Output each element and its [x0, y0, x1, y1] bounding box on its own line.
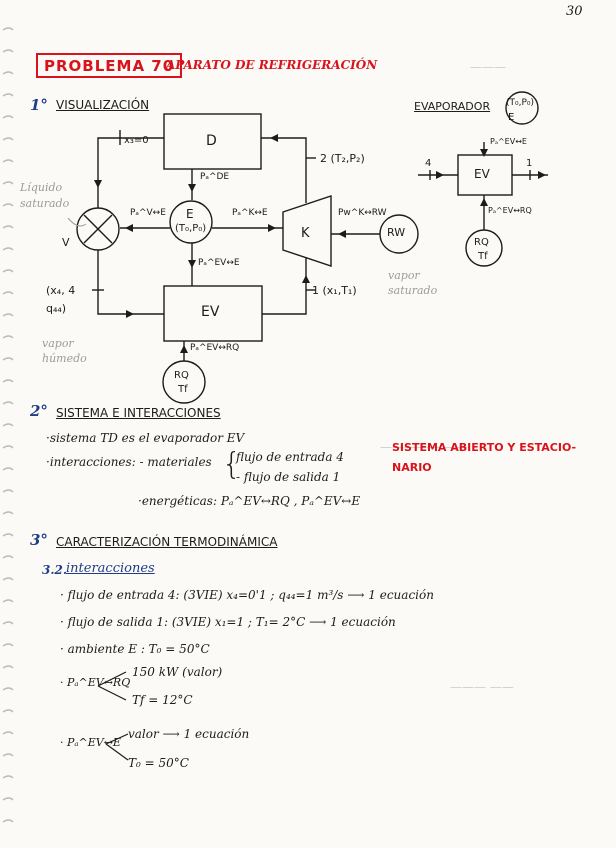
power-ke: Pₐ^K↔E [232, 208, 268, 218]
power-evrq: Pₐ^EV↔RQ [190, 343, 240, 353]
brace: { [222, 447, 242, 482]
section2-title: SISTEMA E INTERACCIONES [56, 406, 221, 420]
evaporator-in-label: 4 [425, 158, 432, 169]
evaporator-title: EVAPORADOR [414, 100, 491, 113]
power-evrq-value: 150 kW (valor) [132, 665, 223, 679]
evaporator-env-circle [505, 91, 539, 125]
power-de: Pₐ^DE [200, 172, 230, 182]
box-e-state: (T₀,P₀) [175, 223, 207, 234]
power-eve: Pₐ^EV↔E [198, 258, 240, 268]
label-state4: (x₄, 4 [46, 284, 76, 297]
flow-in-item: flujo de entrada 4 [236, 450, 344, 464]
problem-label: PROBLEMA 70 [44, 57, 175, 75]
label-x3: x₃=0 [124, 135, 149, 146]
energy-interactions: ·energéticas: Pₐ^EV↔RQ , Pₐ^EV↔E [138, 494, 361, 508]
section1-number: 1° [30, 96, 48, 114]
note-liquid-saturated: Líquido saturado [20, 181, 70, 210]
evaporator-out-label: 1 [526, 158, 533, 169]
section3-number: 3° [30, 531, 48, 549]
evaporator-env-label: E [508, 112, 515, 123]
power-eve-branch [105, 733, 129, 761]
circle-rq-sub: Tf [178, 384, 188, 395]
power-evrq-temp: Tf = 12°C [132, 693, 193, 707]
power-ve: Pₐ^V↔E [130, 208, 166, 218]
outflow-line: · flujo de salida 1: (3VIE) x₁=1 ; T₁= 2… [60, 615, 396, 629]
box-d-label: D [206, 133, 217, 149]
box-k-label: K [301, 226, 310, 241]
label-state1: 1 (x₁,T₁) [312, 284, 357, 297]
box-e-label: E [186, 207, 194, 221]
evaporator-box-label: EV [474, 167, 490, 181]
evaporator-power-evrq: Pₐ^EV↔RQ [488, 206, 532, 215]
label-state4b: q₄₄) [46, 302, 67, 315]
system-statement: ·sistema TD es el evaporador EV [46, 431, 245, 445]
spiral-binding [2, 27, 14, 823]
page-number: 30 [566, 4, 583, 19]
section2-number: 2° [30, 402, 48, 420]
evaporator-rq-label: RQ [474, 237, 489, 248]
power-krw: Pw^K↔RW [338, 208, 387, 218]
section1-title: VISUALIZACIÓN [56, 98, 150, 112]
box-ev-label: EV [201, 304, 220, 320]
note-vapor-humid: vapor húmedo [42, 337, 87, 365]
ambient-line: · ambiente E : T₀ = 50°C [60, 642, 210, 656]
interactions-label: ·interacciones: - materiales [46, 455, 212, 469]
valve-label: V [62, 236, 70, 249]
inflow-line: · flujo de entrada 4: (3VIE) x₄=0'1 ; q₄… [60, 588, 434, 602]
refrigeration-diagram [67, 91, 548, 404]
power-eve-temp: T₀ = 50°C [128, 756, 189, 770]
system-type-note-1: SISTEMA ABIERTO Y ESTACIO- [392, 441, 577, 454]
circle-e [169, 200, 213, 244]
evaporator-rq-sub: Tf [478, 251, 488, 262]
evaporator-power-eve: Pₐ^EV↔E [490, 137, 527, 146]
box-d [163, 113, 262, 170]
flow-out-item: - flujo de salida 1 [236, 470, 341, 484]
note-vapor-saturated: vapor saturado [388, 269, 438, 297]
power-evrq-branch [97, 671, 127, 701]
circle-rq [162, 360, 206, 404]
circle-rw-label: RW [387, 226, 406, 239]
section3-title: CARACTERIZACIÓN TERMODINÁMICA [56, 535, 278, 549]
subsection-title: interacciones [66, 561, 155, 576]
problem-label-box: PROBLEMA 70 [36, 53, 183, 78]
problem-subtitle: APARATO DE REFRIGERACIÓN [166, 58, 378, 72]
compressor-k [282, 195, 332, 267]
power-eve-label: · Pₐ^EV↔E [60, 736, 121, 749]
subsection-number: 3.2. [42, 563, 68, 577]
power-eve-value: valor ⟶ 1 ecuación [128, 727, 250, 741]
label-state2: 2 (T₂,P₂) [320, 152, 365, 165]
circle-rq-label: RQ [174, 370, 189, 381]
system-type-note-2: NARIO [392, 461, 432, 474]
evaporator-env-state: (T₀,P₀) [506, 98, 535, 108]
